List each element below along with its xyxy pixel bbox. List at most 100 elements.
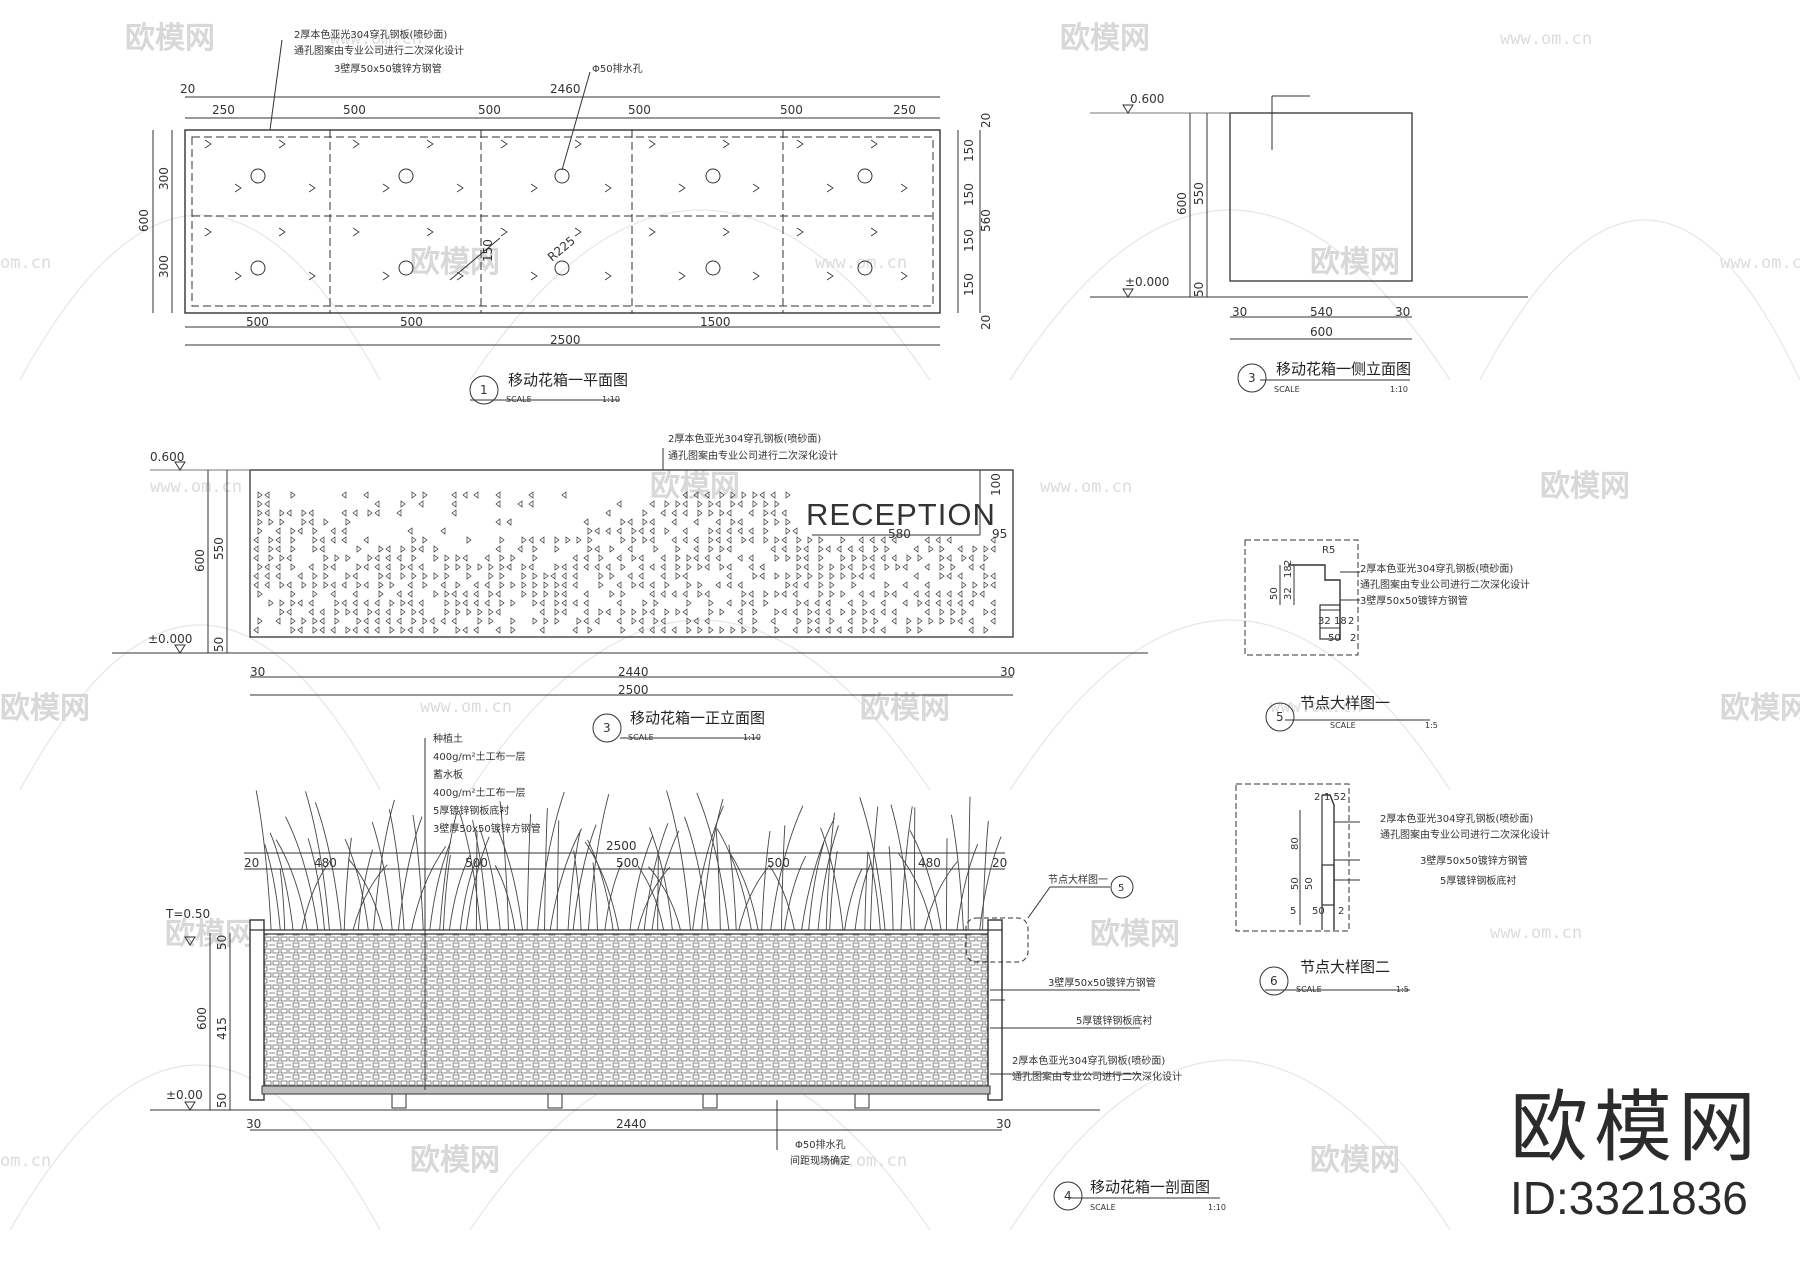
grass-blade: [761, 830, 771, 931]
grass-blade: [909, 830, 942, 931]
front-view-number: 3: [603, 721, 611, 735]
grass-blade: [701, 798, 724, 931]
perforation-mark: [455, 626, 461, 634]
perforation-mark: [638, 581, 644, 589]
perforation-mark: [880, 536, 886, 544]
perforation-mark: [598, 581, 604, 589]
section-detail-ref-num: 5: [1118, 883, 1124, 894]
perforation-mark: [319, 617, 325, 625]
perforation-mark: [642, 509, 648, 517]
perforation-mark: [616, 527, 622, 535]
plan-note-panel: 2厚本色亚光304穿孔钢板(喷砂面): [294, 28, 447, 41]
detail-2-tube: [1321, 864, 1335, 906]
perforation-mark: [444, 590, 450, 598]
perforation-mark: [649, 581, 655, 589]
perforation-mark: [807, 617, 813, 625]
perforation-mark: [422, 581, 428, 589]
perforation-mark: [341, 527, 347, 535]
arrow-mark: [752, 271, 760, 281]
perforation-mark: [748, 536, 754, 544]
perforation-mark: [924, 581, 930, 589]
perforation-mark: [840, 554, 846, 562]
section-note-panel: 2厚本色亚光304穿孔钢板(喷砂面): [1012, 1054, 1165, 1067]
view-number-bubble: [1265, 702, 1295, 732]
perforation-mark: [708, 626, 714, 634]
plan-dim-top: 500: [628, 103, 651, 117]
perforation-mark: [363, 581, 369, 589]
perforation-mark: [572, 554, 578, 562]
perforation-mark: [847, 545, 853, 553]
perforation-mark: [902, 581, 908, 589]
perforation-mark: [774, 554, 780, 562]
perforation-mark: [433, 545, 439, 553]
perforation-mark: [814, 599, 820, 607]
perforation-mark: [770, 545, 776, 553]
perforation-mark: [704, 590, 710, 598]
perforation-mark: [715, 518, 721, 526]
perforation-mark: [671, 590, 677, 598]
perforation-mark: [440, 527, 446, 535]
detail-1-number: 5: [1276, 710, 1284, 724]
watermark-brand: 欧模网: [1060, 21, 1150, 56]
detail-1-boundary: [1244, 539, 1359, 656]
perforation-mark: [268, 599, 274, 607]
perforation-mark: [594, 527, 600, 535]
perforation-mark: [796, 536, 802, 544]
section-dim-top: 20: [992, 856, 1007, 870]
perforation-mark: [774, 572, 780, 580]
side-scale: 1:10: [1390, 385, 1408, 394]
perforation-mark: [642, 608, 648, 616]
perforation-mark: [774, 536, 780, 544]
perforation-mark: [781, 509, 787, 517]
perforation-mark: [422, 572, 428, 580]
grass-blade: [890, 804, 912, 931]
perforation-mark: [385, 545, 391, 553]
grass-blade: [979, 836, 1002, 931]
perforation-mark: [451, 509, 457, 517]
grass-blade: [820, 827, 844, 931]
perforation-mark: [609, 572, 615, 580]
arrow-mark: [574, 139, 582, 149]
perforation-mark: [510, 626, 516, 634]
perforation-mark: [521, 536, 527, 544]
perforation-mark: [389, 626, 395, 634]
watermark-brand: 欧模网: [1540, 469, 1630, 504]
perforation-mark: [946, 572, 952, 580]
plan-dim-bottom: 500: [400, 315, 423, 329]
grass-blade: [956, 844, 979, 931]
perforation-mark: [323, 563, 329, 571]
detail-2-dim: 5: [1290, 906, 1296, 917]
perforation-mark: [950, 608, 956, 616]
perforation-mark: [352, 572, 358, 580]
perforation-mark: [917, 599, 923, 607]
perforation-mark: [517, 500, 523, 508]
section-dim-bottom: 2440: [616, 1117, 647, 1131]
watermark-layer: 欧模网 www.om.cn 欧模网 www.om.cn om.cn 欧模网 ww…: [0, 21, 1800, 1231]
perforation-mark: [660, 590, 666, 598]
perforation-mark: [884, 581, 890, 589]
perforation-mark: [444, 563, 450, 571]
arrow-mark: [456, 183, 464, 193]
perforation-mark: [752, 500, 758, 508]
detail-1-scale: 1:5: [1425, 721, 1438, 730]
detail-1-profile: [1288, 564, 1341, 640]
perforation-mark: [345, 572, 351, 580]
section-layer-steel: 5厚镀锌钢板底衬: [433, 804, 509, 817]
perforation-mark: [257, 518, 263, 526]
perforation-mark: [671, 518, 677, 526]
plan-view: [152, 39, 981, 405]
perforation-mark: [411, 554, 417, 562]
perforation-mark: [275, 527, 281, 535]
perforation-mark: [906, 554, 912, 562]
perforation-mark: [620, 608, 626, 616]
perforation-mark: [418, 500, 424, 508]
perforation-mark: [792, 590, 798, 598]
perforation-mark: [946, 536, 952, 544]
perforation-mark: [726, 563, 732, 571]
perforation-mark: [682, 572, 688, 580]
perforation-mark: [455, 581, 461, 589]
grass-blade: [496, 827, 523, 931]
perforation-mark: [374, 554, 380, 562]
perforation-mark: [763, 599, 769, 607]
